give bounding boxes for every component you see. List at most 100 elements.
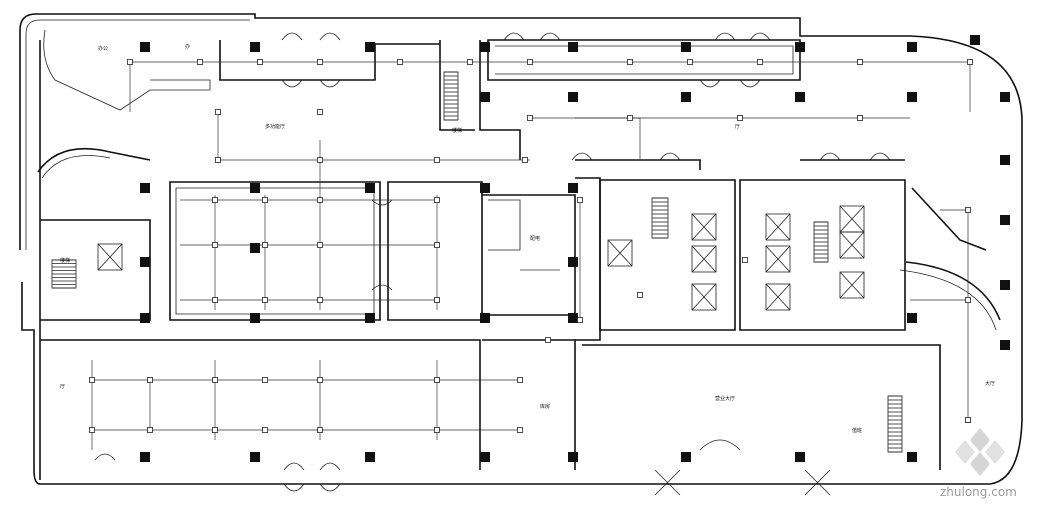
column (480, 183, 490, 193)
column (250, 452, 260, 462)
outlet-device (527, 59, 533, 65)
label-west-room: 厅 (60, 384, 65, 390)
outlet-device (467, 59, 473, 65)
elevator-car (691, 245, 717, 273)
column (480, 313, 490, 323)
exterior-walls (19, 13, 1023, 485)
outlet-device (89, 377, 95, 383)
outlet-device (965, 417, 971, 423)
outlet-device (127, 59, 133, 65)
outlet-device (147, 377, 153, 383)
outlet-device (262, 197, 268, 203)
elevator-car (607, 239, 633, 267)
label-south-mid-room: 库房 (540, 403, 550, 410)
label-south-right-room: 值班 (852, 427, 862, 434)
outlet-device (545, 337, 551, 343)
outlet-device (965, 207, 971, 213)
outlet-device (89, 427, 95, 433)
column (681, 452, 691, 462)
interior-walls (40, 39, 941, 470)
outlet-device (317, 157, 323, 163)
outlet-device (212, 377, 218, 383)
stair-flights (51, 71, 903, 453)
column (365, 42, 375, 52)
column (250, 42, 260, 52)
watermark: zhulong.com (940, 428, 1017, 499)
outlet-device (262, 297, 268, 303)
column (907, 42, 917, 52)
outlet-device (627, 59, 633, 65)
column (140, 452, 150, 462)
wiring-devices (89, 59, 973, 433)
column (140, 257, 150, 267)
elevator-car (691, 283, 717, 311)
outlet-device (317, 242, 323, 248)
label-center-room: 配电 (530, 235, 540, 242)
door-swings (94, 32, 891, 496)
outlet-device (257, 59, 263, 65)
column (907, 92, 917, 102)
column (568, 257, 578, 267)
column (140, 183, 150, 193)
label-stair-a: 楼梯 (60, 257, 70, 264)
label-top-mid-room: 办 (185, 43, 190, 50)
column (1000, 340, 1010, 350)
outlet-device (637, 292, 643, 298)
outlet-device (317, 297, 323, 303)
column (795, 452, 805, 462)
elevator-car (97, 243, 123, 271)
elevator-car (765, 283, 791, 311)
column (568, 42, 578, 52)
outlet-device (397, 59, 403, 65)
column (568, 183, 578, 193)
outlet-device (262, 377, 268, 383)
outlet-device (262, 427, 268, 433)
column (568, 452, 578, 462)
outlet-device (434, 242, 440, 248)
label-east-room: 大厅 (985, 380, 995, 387)
outlet-device (434, 427, 440, 433)
column (681, 42, 691, 52)
outlet-device (212, 197, 218, 203)
outlet-device (517, 377, 523, 383)
outlet-device (577, 197, 583, 203)
column (907, 452, 917, 462)
column (480, 92, 490, 102)
structural-columns (140, 35, 1010, 462)
column (681, 92, 691, 102)
outlet-device (317, 427, 323, 433)
elevator-car (839, 205, 865, 233)
column (250, 313, 260, 323)
column (568, 313, 578, 323)
column (365, 183, 375, 193)
column (250, 183, 260, 193)
column (140, 313, 150, 323)
outlet-device (215, 157, 221, 163)
outlet-device (522, 157, 528, 163)
outlet-device (147, 427, 153, 433)
outlet-device (757, 59, 763, 65)
column (140, 42, 150, 52)
column (795, 92, 805, 102)
elevator-car (839, 231, 865, 259)
outlet-device (517, 427, 523, 433)
column (480, 42, 490, 52)
column (1000, 280, 1010, 290)
column (568, 92, 578, 102)
outlet-device (857, 59, 863, 65)
elevator-car (765, 245, 791, 273)
elevator-cars (97, 205, 865, 311)
outlet-device (577, 317, 583, 323)
elevator-car (691, 213, 717, 241)
column (970, 35, 980, 45)
outlet-device (857, 115, 863, 121)
outlet-device (434, 197, 440, 203)
outlet-device (317, 377, 323, 383)
outlet-device (527, 115, 533, 121)
column (250, 243, 260, 253)
outlet-device (434, 297, 440, 303)
column (480, 452, 490, 462)
outlet-device (317, 59, 323, 65)
column (365, 313, 375, 323)
